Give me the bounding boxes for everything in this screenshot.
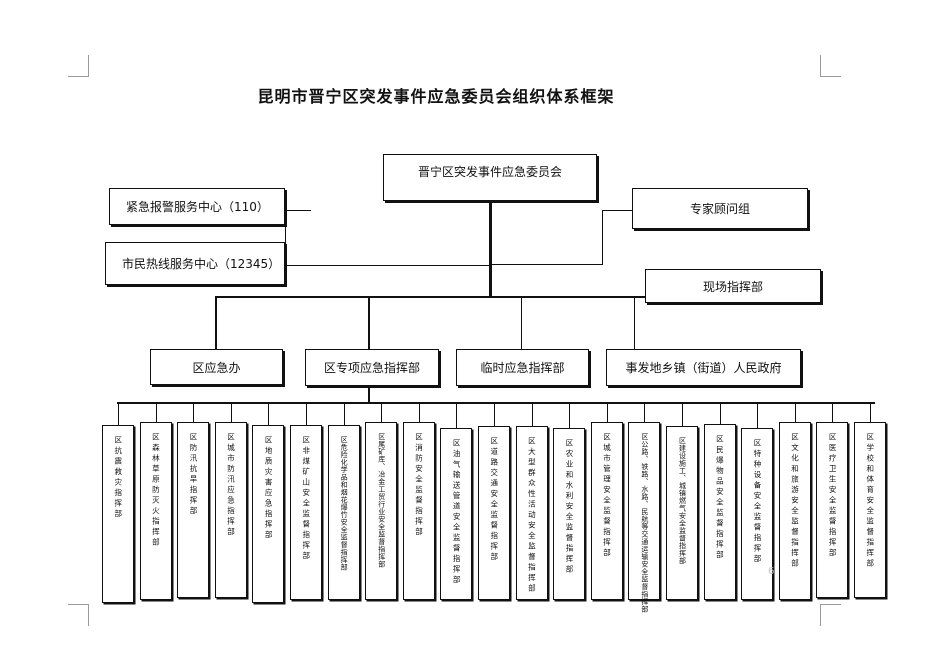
command-box: 区森林草原防灭火指挥部 — [139, 422, 172, 600]
field-command-box: 现场指挥部 — [645, 269, 821, 303]
command-box: 区城市防汛应急指挥部 — [214, 422, 247, 598]
command-label: 区消防安全监督指挥部 — [414, 433, 424, 538]
command-box: 区道路交通安全监督指挥部 — [478, 426, 510, 600]
connector-command — [832, 402, 834, 422]
command-box: 区城市管理安全监督指挥部 — [590, 422, 623, 600]
connector-command — [644, 402, 646, 422]
command-box: 区尾矿库、冶金工贸行业安全监督指挥部 — [365, 422, 398, 600]
crop-mark — [68, 604, 89, 605]
command-label: 区学校和体育安全监督指挥部 — [865, 433, 875, 570]
command-box: 区建设施工、城镇燃气安全监督指挥部 — [666, 426, 698, 600]
connector-expert-h — [490, 264, 603, 265]
command-label: 区文化和旅游安全监督指挥部 — [790, 433, 800, 570]
crop-mark — [88, 604, 89, 626]
command-box: 区文化和旅游安全监督指挥部 — [778, 422, 811, 600]
command-label: 区城市管理安全监督指挥部 — [602, 433, 612, 559]
command-box: 区大型群众性活动安全监督指挥部 — [515, 426, 548, 600]
connector-command — [306, 402, 307, 425]
command-label: 区建设施工、城镇燃气安全监督指挥部 — [678, 437, 687, 565]
connector-special-down — [368, 386, 370, 403]
connector-command — [418, 402, 420, 422]
connector-command — [757, 402, 759, 428]
crop-mark — [820, 55, 821, 77]
crop-mark — [820, 604, 841, 605]
connector-alarm — [285, 210, 286, 266]
connector-command — [606, 402, 608, 422]
connector-command — [268, 402, 270, 425]
connector-command — [719, 402, 721, 424]
special-command-box: 区专项应急指挥部 — [305, 349, 439, 386]
connector-command — [193, 402, 195, 422]
connector-command — [494, 402, 495, 426]
connector-command — [569, 402, 571, 428]
connector-command — [343, 402, 345, 425]
connector-command — [682, 402, 683, 426]
command-box: 区医疗卫生安全监督指挥部 — [816, 422, 849, 598]
committee-box: 晋宁区突发事件应急委员会 — [383, 154, 597, 201]
connector-temp-command — [521, 297, 522, 349]
connector-hotline-h — [285, 265, 491, 266]
command-box: 区民爆物品安全监督指挥部 — [703, 424, 736, 600]
crop-mark — [68, 76, 89, 77]
command-box: 区防汛抗旱指挥部 — [177, 422, 210, 598]
connector-expert-h2 — [602, 210, 632, 211]
connector-command — [531, 402, 533, 426]
crop-mark — [820, 604, 821, 626]
command-label: 区农业和水利安全监督指挥部 — [564, 439, 574, 576]
command-box: 区抗震救灾指挥部 — [102, 425, 134, 603]
command-label: 区地质灾害应急指挥部 — [264, 436, 274, 541]
connector-command — [794, 402, 796, 422]
command-label: 区油气输送管道安全监督指挥部 — [452, 439, 462, 586]
command-box: 区农业和水利安全监督指挥部 — [553, 428, 586, 600]
connector-special-command — [368, 297, 370, 349]
connector-command — [118, 402, 119, 425]
command-box: 区非煤矿山安全监督指挥部 — [290, 425, 322, 600]
command-label: 区尾矿库、冶金工贸行业安全监督指挥部 — [377, 433, 386, 568]
command-label: 区公路、铁路、水路、民航等交通运输安全监督指挥部 — [640, 433, 649, 613]
page-number: 6 — [768, 566, 775, 577]
command-label: 区医疗卫生安全监督指挥部 — [828, 433, 838, 559]
command-label: 区民爆物品安全监督指挥部 — [715, 435, 725, 561]
connector-command — [870, 402, 871, 422]
crop-mark — [88, 55, 89, 77]
connector-command — [230, 402, 232, 422]
alarm-center-box: 紧急报警服务中心（110） — [109, 188, 285, 225]
connector-level2-bus — [215, 296, 645, 298]
command-label: 区非煤矿山安全监督指挥部 — [301, 436, 311, 562]
connector-command — [155, 402, 157, 422]
connector-command — [456, 402, 458, 428]
connector-command — [381, 402, 383, 422]
connector-township — [634, 297, 635, 349]
command-label: 区危险化学品和烟花爆竹安全监督指挥部 — [340, 436, 349, 571]
connector-emergency-office — [215, 297, 217, 349]
command-label: 区防汛抗旱指挥部 — [188, 433, 198, 517]
connector-alarm-h — [285, 210, 311, 211]
command-box: 区危险化学品和烟花爆竹安全监督指挥部 — [327, 425, 360, 600]
connector-committee-trunk — [489, 201, 492, 298]
crop-mark — [820, 76, 841, 77]
command-label: 区大型群众性活动安全监督指挥部 — [527, 437, 537, 595]
hotline-center-box: 市民热线服务中心（12345） — [105, 242, 285, 285]
command-label: 区城市防汛应急指挥部 — [226, 433, 236, 538]
expert-group-box: 专家顾问组 — [632, 188, 808, 229]
township-government-box: 事发地乡镇（街道）人民政府 — [606, 349, 801, 386]
command-box: 区公路、铁路、水路、民航等交通运输安全监督指挥部 — [628, 422, 661, 613]
connector-commands-bus — [117, 402, 875, 404]
command-label: 区抗震救灾指挥部 — [113, 436, 123, 520]
command-box: 区特种设备安全监督指挥部 — [741, 428, 774, 600]
command-box: 区地质灾害应急指挥部 — [252, 425, 285, 603]
command-box: 区学校和体育安全监督指挥部 — [854, 422, 886, 598]
command-label: 区特种设备安全监督指挥部 — [752, 439, 762, 565]
temp-command-box: 临时应急指挥部 — [456, 349, 589, 386]
page-title: 昆明市晋宁区突发事件应急委员会组织体系框架 — [257, 87, 615, 106]
command-label: 区道路交通安全监督指挥部 — [489, 437, 499, 563]
connector-expert — [602, 210, 603, 265]
emergency-office-box: 区应急办 — [150, 349, 283, 385]
command-box: 区油气输送管道安全监督指挥部 — [440, 428, 473, 600]
command-box: 区消防安全监督指挥部 — [402, 422, 435, 600]
command-label: 区森林草原防灭火指挥部 — [151, 433, 161, 549]
